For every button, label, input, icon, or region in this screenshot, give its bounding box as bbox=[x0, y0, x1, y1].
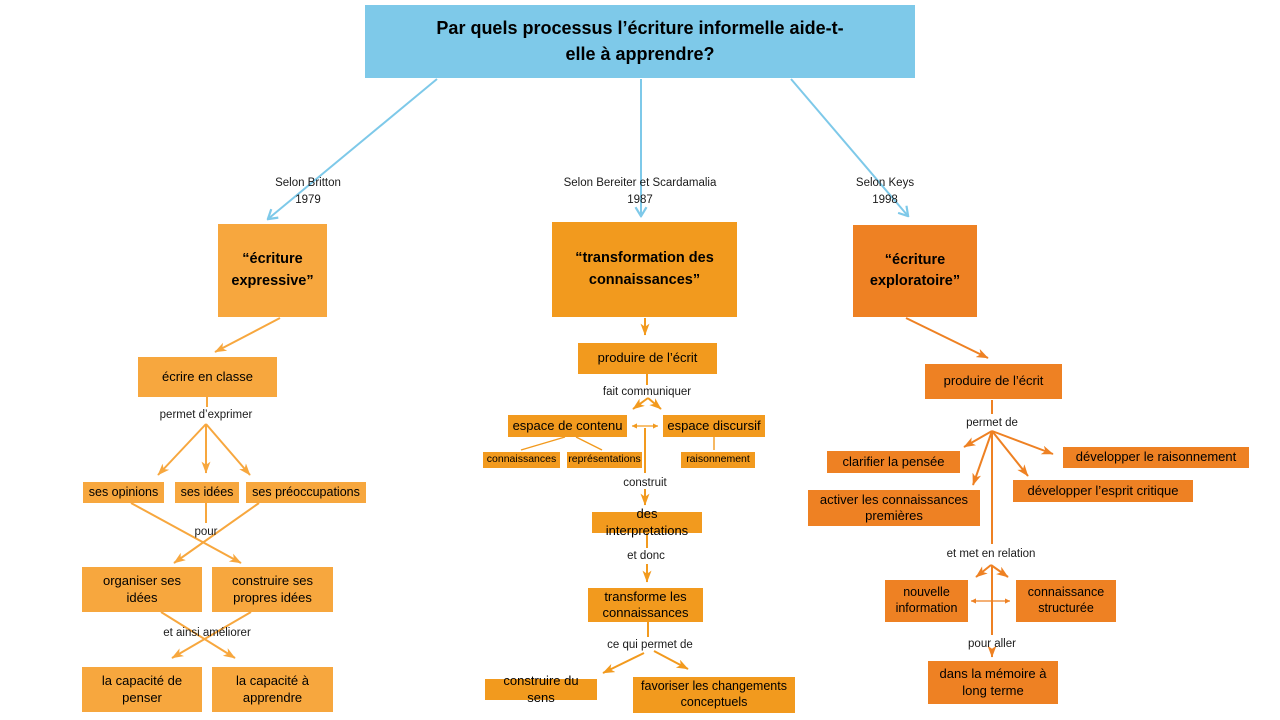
source-britton-name: Selon Britton bbox=[275, 177, 341, 189]
node-transformation-des-connaissances: “transformation des connaissances” bbox=[552, 222, 737, 317]
edge-cequi-to-sens bbox=[602, 652, 645, 674]
node-ecriture-exploratoire: “écriture exploratoire” bbox=[853, 225, 977, 317]
edge-exploratoire-to-produire bbox=[905, 317, 989, 359]
node-espace-discursif: espace discursif bbox=[663, 415, 765, 437]
edge-permetde-to-activer bbox=[972, 430, 993, 486]
node-connaissance-structuree: connaissance structurée bbox=[1016, 580, 1116, 622]
source-keys-year: 1998 bbox=[872, 194, 898, 207]
node-activer-les-connaissances-premieres: activer les connaissances premières bbox=[808, 490, 980, 526]
source-britton-year: 1979 bbox=[295, 194, 321, 207]
edge-organiser-to-apprendre bbox=[160, 611, 236, 659]
node-produire-de-l-ecrit-milieu: produire de l’écrit bbox=[578, 343, 717, 374]
source-label-keys: Selon Keys 1998 bbox=[856, 175, 914, 210]
node-ses-idees: ses idées bbox=[175, 482, 239, 503]
node-la-capacite-de-penser: la capacité de penser bbox=[82, 667, 202, 712]
node-ecrire-en-classe: écrire en classe bbox=[138, 357, 277, 397]
edge-permetde-to-esprit bbox=[991, 430, 1029, 477]
edge-label-et-met-en-relation: et met en relation bbox=[946, 548, 1036, 560]
source-label-bereiter: Selon Bereiter et Scardamalia 1987 bbox=[564, 175, 717, 210]
source-bereiter-name: Selon Bereiter et Scardamalia bbox=[563, 177, 717, 189]
edge-title-to-britton bbox=[268, 78, 438, 219]
edge-label-ce-qui-permet-de: ce qui permet de bbox=[607, 639, 693, 651]
node-transforme-les-connaissances: transforme les connaissances bbox=[588, 588, 703, 622]
edge-etmet-to-nouvelle bbox=[975, 564, 992, 578]
node-construire-du-sens: construire du sens bbox=[485, 673, 597, 705]
edge-permetde-to-clarifier bbox=[963, 430, 993, 448]
edge-permet-to-preoccupations bbox=[205, 423, 251, 476]
source-bereiter-year: 1987 bbox=[627, 194, 653, 207]
node-espace-de-contenu: espace de contenu bbox=[508, 415, 627, 437]
page-title: Par quels processus l’écriture informell… bbox=[436, 18, 844, 64]
node-la-capacite-a-apprendre: la capacité à apprendre bbox=[212, 667, 333, 712]
node-clarifier-la-pensee: clarifier la pensée bbox=[827, 451, 960, 473]
edge-label-et-ainsi-ameliorer: et ainsi améliorer bbox=[163, 627, 251, 639]
edge-title-to-keys bbox=[790, 78, 908, 216]
edge-label-permet-d-exprimer: permet d’exprimer bbox=[159, 409, 253, 421]
node-des-interpretations: des interpretations bbox=[592, 506, 702, 538]
node-ses-opinions: ses opinions bbox=[83, 482, 164, 503]
node-favoriser-les-changements-conceptuels: favoriser les changements conceptuels bbox=[633, 677, 795, 713]
node-organiser-ses-idees: organiser ses idées bbox=[82, 567, 202, 612]
edge-contenu-to-representations bbox=[575, 436, 603, 451]
edge-label-construit: construit bbox=[623, 477, 667, 489]
node-developper-l-esprit-critique: développer l’esprit critique bbox=[1013, 480, 1193, 502]
node-nouvelle-information: nouvelle information bbox=[885, 580, 968, 622]
edge-label-permet-de: permet de bbox=[966, 417, 1018, 429]
edge-fait-to-contenu bbox=[632, 397, 649, 410]
source-keys-name: Selon Keys bbox=[855, 177, 915, 189]
edge-preoccupations-to-organiser bbox=[173, 502, 260, 564]
edge-label-pour: pour bbox=[194, 526, 218, 538]
edge-label-pour-aller: pour aller bbox=[968, 638, 1016, 650]
node-ses-preoccupations: ses préoccupations bbox=[246, 482, 366, 503]
edge-construire-to-penser bbox=[171, 611, 252, 659]
edge-label-fait-communiquer: fait communiquer bbox=[602, 386, 692, 398]
edge-etmet-to-structuree bbox=[990, 564, 1009, 578]
edge-cequi-to-favoriser bbox=[653, 650, 689, 670]
node-connaissances: connaissances bbox=[483, 452, 560, 468]
edge-permetde-to-raisonnement bbox=[991, 430, 1054, 455]
node-dans-la-memoire-a-long-terme: dans la mémoire à long terme bbox=[928, 661, 1058, 704]
node-representations: représentations bbox=[567, 452, 642, 468]
node-developper-le-raisonnement: développer le raisonnement bbox=[1063, 447, 1249, 468]
node-raisonnement: raisonnement bbox=[681, 452, 755, 468]
node-produire-de-l-ecrit-droite: produire de l’écrit bbox=[925, 364, 1062, 399]
edge-label-et-donc: et donc bbox=[627, 550, 665, 562]
edge-opinions-to-construire bbox=[130, 502, 242, 564]
node-ecriture-expressive: “écriture expressive” bbox=[218, 224, 327, 317]
edge-fait-to-discursif bbox=[647, 397, 662, 410]
title-box: Par quels processus l’écriture informell… bbox=[365, 5, 915, 78]
node-construire-ses-propres-idees: construire ses propres idées bbox=[212, 567, 333, 612]
edge-contenu-to-connaissances bbox=[520, 436, 566, 451]
edge-expressive-to-ecrire bbox=[214, 317, 281, 353]
edge-permet-to-opinions bbox=[157, 423, 207, 476]
source-label-britton: Selon Britton 1979 bbox=[275, 175, 341, 210]
